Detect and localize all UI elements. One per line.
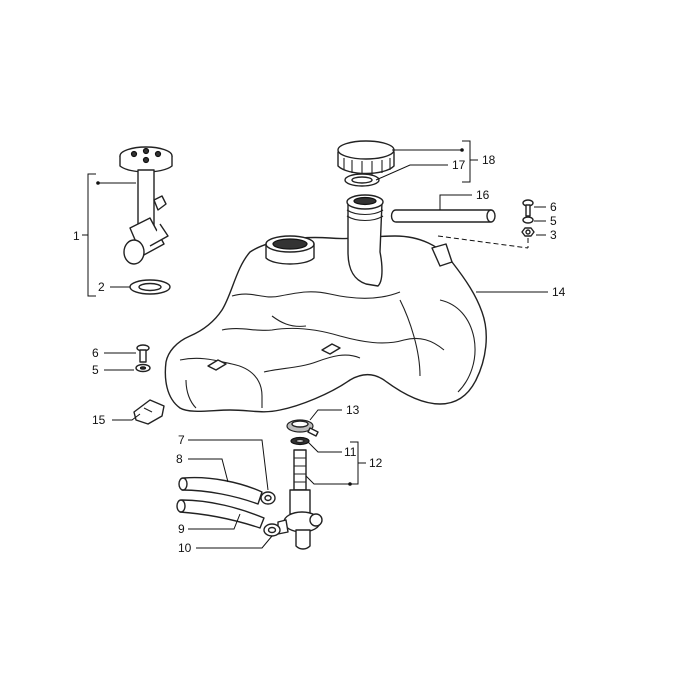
callout-10: 10 [178, 541, 192, 555]
callout-18: 18 [482, 153, 496, 167]
left-washer [135, 363, 151, 373]
callout-12: 12 [369, 456, 383, 470]
rear-screw [522, 199, 534, 217]
fuel-gauge-sender [119, 146, 173, 265]
tank-filler-neck [346, 194, 384, 287]
hose-clamp-upper [260, 491, 276, 505]
tank-left-neck [265, 235, 315, 265]
callout-17: 17 [452, 158, 466, 172]
callout-14: 14 [552, 285, 566, 299]
fuel-hose-upper [178, 476, 263, 505]
sender-gasket [129, 279, 171, 295]
fuel-hose-lower [176, 499, 265, 529]
callout-9: 9 [178, 522, 185, 536]
callout-8: 8 [176, 452, 183, 466]
bracket-clip [133, 399, 165, 425]
filler-cap-seal [344, 173, 380, 187]
fuel-tap [277, 449, 323, 550]
callout-13: 13 [346, 403, 360, 417]
rear-nut [521, 227, 535, 237]
breather-hose [390, 209, 496, 223]
left-screw [136, 344, 150, 363]
callout-2: 2 [98, 280, 105, 294]
callout-6-rear: 6 [550, 200, 557, 214]
callout-7: 7 [178, 433, 185, 447]
fuel-tap-o-ring [290, 436, 310, 446]
callout-3: 3 [550, 228, 557, 242]
hose-clamp-lower [263, 523, 281, 537]
callout-15: 15 [92, 413, 106, 427]
callout-5-left: 5 [92, 363, 99, 377]
rear-washer [522, 216, 534, 224]
callout-1: 1 [73, 229, 80, 243]
callout-11: 11 [344, 445, 357, 459]
callout-5-rear: 5 [550, 214, 557, 228]
fuel-tank [164, 194, 487, 413]
callout-16: 16 [476, 188, 490, 202]
tap-hose-clamp [286, 419, 319, 437]
filler-cap [337, 140, 395, 175]
callout-6-left: 6 [92, 346, 99, 360]
